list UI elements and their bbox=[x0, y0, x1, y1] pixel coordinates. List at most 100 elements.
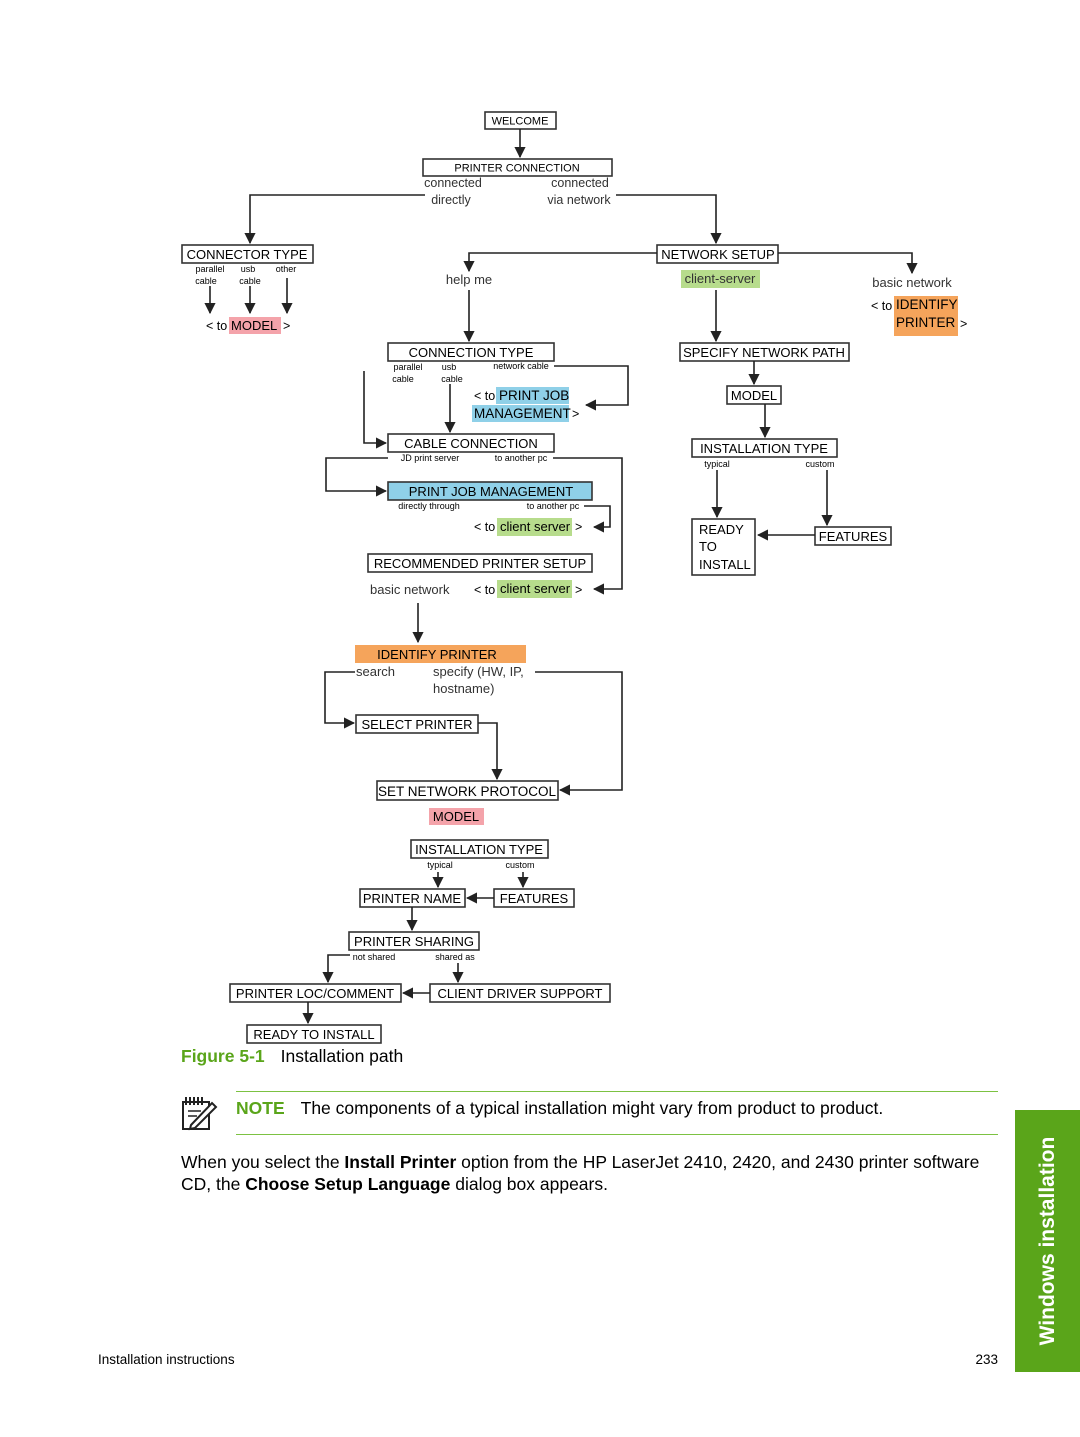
ready-to-install-bottom-box bbox=[246, 1024, 382, 1044]
to-pjm-label-2: MANAGEMENT bbox=[474, 406, 571, 421]
specify-network-path-label: SPECIFY NETWORK PATH bbox=[683, 345, 845, 360]
print-job-management-box bbox=[387, 481, 593, 501]
to-model-prefix: < to bbox=[206, 319, 227, 333]
to-cs2-prefix: < to bbox=[474, 583, 495, 597]
connection-type-box bbox=[387, 342, 555, 362]
ct-other-label: other bbox=[276, 264, 297, 274]
basic-network-label: basic network bbox=[872, 275, 952, 290]
network-setup-box bbox=[656, 244, 779, 264]
print-job-management-label: PRINT JOB MANAGEMENT bbox=[409, 484, 574, 499]
printer-connection-box bbox=[422, 158, 613, 177]
printer-sharing-box bbox=[348, 931, 480, 951]
installation-type-right-label: INSTALLATION TYPE bbox=[700, 441, 828, 456]
chapter-side-tab-label: Windows installation bbox=[1035, 1136, 1059, 1346]
to-identify-highlight bbox=[894, 296, 958, 336]
connected-network-label-2: via network bbox=[547, 193, 611, 207]
cn-usb-label-2: cable bbox=[441, 374, 463, 384]
ct-parallel-label: parallel bbox=[195, 264, 224, 274]
features-right-box bbox=[814, 526, 892, 546]
printer-loc-comment-box bbox=[229, 983, 402, 1003]
connector-arrows bbox=[204, 129, 918, 1025]
connector-type-box bbox=[181, 244, 314, 264]
figure-caption: Figure 5-1 Installation path bbox=[181, 1046, 403, 1067]
features-right-label: FEATURES bbox=[819, 529, 888, 544]
ready-right-label-3: INSTALL bbox=[699, 557, 751, 572]
to-cs1-prefix: < to bbox=[474, 520, 495, 534]
chapter-side-tab: Windows installation bbox=[1015, 1110, 1080, 1372]
ready-right-label: READY bbox=[699, 522, 744, 537]
note-top-rule bbox=[236, 1091, 998, 1092]
to-cs1-highlight bbox=[497, 518, 572, 536]
to-pjm-prefix: < to bbox=[474, 389, 495, 403]
to-identify-label-2: PRINTER bbox=[896, 315, 956, 330]
recommended-setup-box bbox=[367, 553, 593, 573]
to-model-suffix: > bbox=[283, 319, 290, 333]
connected-directly-label-2: directly bbox=[431, 193, 471, 207]
ready-right-label-2: TO bbox=[699, 539, 717, 554]
specify-label: specify (HW, IP, bbox=[433, 664, 524, 679]
to-cs1-label: client server bbox=[500, 519, 571, 534]
to-model-label: MODEL bbox=[231, 318, 277, 333]
ct-parallel-label-2: cable bbox=[195, 276, 217, 286]
footer-page-number: 233 bbox=[975, 1352, 998, 1367]
client-server-label: client-server bbox=[685, 271, 756, 286]
cable-connection-label: CABLE CONNECTION bbox=[404, 436, 538, 451]
to-another-pc-label: to another pc bbox=[495, 453, 548, 463]
body-text-1: When you select the bbox=[181, 1152, 345, 1172]
cable-connection-box bbox=[387, 433, 555, 453]
to-another-pc-label-2: to another pc bbox=[527, 501, 580, 511]
not-shared-label: not shared bbox=[353, 952, 396, 962]
installation-type-bottom-box bbox=[410, 839, 549, 859]
connector-type-label: CONNECTOR TYPE bbox=[187, 247, 308, 262]
choose-setup-language-term: Choose Setup Language bbox=[245, 1174, 451, 1194]
rec-basic-network-label: basic network bbox=[370, 582, 450, 597]
identify-printer-box bbox=[355, 645, 526, 663]
cn-usb-label: usb bbox=[442, 362, 457, 372]
connected-network-label: connected bbox=[551, 176, 609, 190]
to-model-highlight bbox=[229, 317, 281, 334]
jd-print-server-label: JD print server bbox=[401, 453, 460, 463]
custom-right-label: custom bbox=[805, 459, 834, 469]
cn-parallel-label: parallel bbox=[393, 362, 422, 372]
recommended-setup-label: RECOMMENDED PRINTER SETUP bbox=[374, 556, 586, 571]
search-label: search bbox=[356, 664, 395, 679]
figure-title: Installation path bbox=[280, 1046, 404, 1066]
features-bottom-label: FEATURES bbox=[500, 891, 569, 906]
model-right-label: MODEL bbox=[731, 388, 777, 403]
to-cs2-label: client server bbox=[500, 581, 571, 596]
typical-right-label: typical bbox=[704, 459, 730, 469]
body-text-3: dialog box appears. bbox=[450, 1174, 608, 1194]
to-cs2-highlight bbox=[497, 580, 572, 598]
to-pjm-highlight-2 bbox=[472, 405, 569, 422]
printer-sharing-label: PRINTER SHARING bbox=[354, 934, 474, 949]
to-pjm-suffix: > bbox=[572, 407, 579, 421]
note-label: NOTE bbox=[236, 1098, 285, 1118]
cn-parallel-label-2: cable bbox=[392, 374, 414, 384]
printer-loc-comment-label: PRINTER LOC/COMMENT bbox=[236, 986, 394, 1001]
printer-name-label: PRINTER NAME bbox=[363, 891, 462, 906]
installation-type-bottom-label: INSTALLATION TYPE bbox=[415, 842, 543, 857]
to-identify-label: IDENTIFY bbox=[896, 297, 958, 312]
shared-as-label: shared as bbox=[435, 952, 475, 962]
custom-bottom-label: custom bbox=[505, 860, 534, 870]
network-setup-label: NETWORK SETUP bbox=[661, 247, 774, 262]
set-network-protocol-box bbox=[376, 780, 559, 801]
note-bottom-rule bbox=[236, 1134, 998, 1135]
client-server-highlight bbox=[681, 270, 760, 288]
install-printer-term: Install Printer bbox=[344, 1152, 457, 1172]
printer-connection-label: PRINTER CONNECTION bbox=[454, 163, 579, 175]
figure-number: Figure 5-1 bbox=[181, 1046, 265, 1066]
model-bottom-box bbox=[429, 808, 484, 825]
ct-usb-label-2: cable bbox=[239, 276, 261, 286]
model-right-box bbox=[726, 385, 782, 405]
body-text-2: option from the HP LaserJet 2410, 2420, … bbox=[181, 1152, 980, 1194]
directly-through-label: directly through bbox=[398, 501, 460, 511]
connection-type-label: CONNECTION TYPE bbox=[409, 345, 534, 360]
to-cs2-suffix: > bbox=[575, 583, 582, 597]
welcome-label: WELCOME bbox=[492, 116, 549, 128]
select-printer-label: SELECT PRINTER bbox=[361, 717, 472, 732]
specify-label-2: hostname) bbox=[433, 681, 494, 696]
to-pjm-label: PRINT JOB bbox=[499, 388, 569, 403]
